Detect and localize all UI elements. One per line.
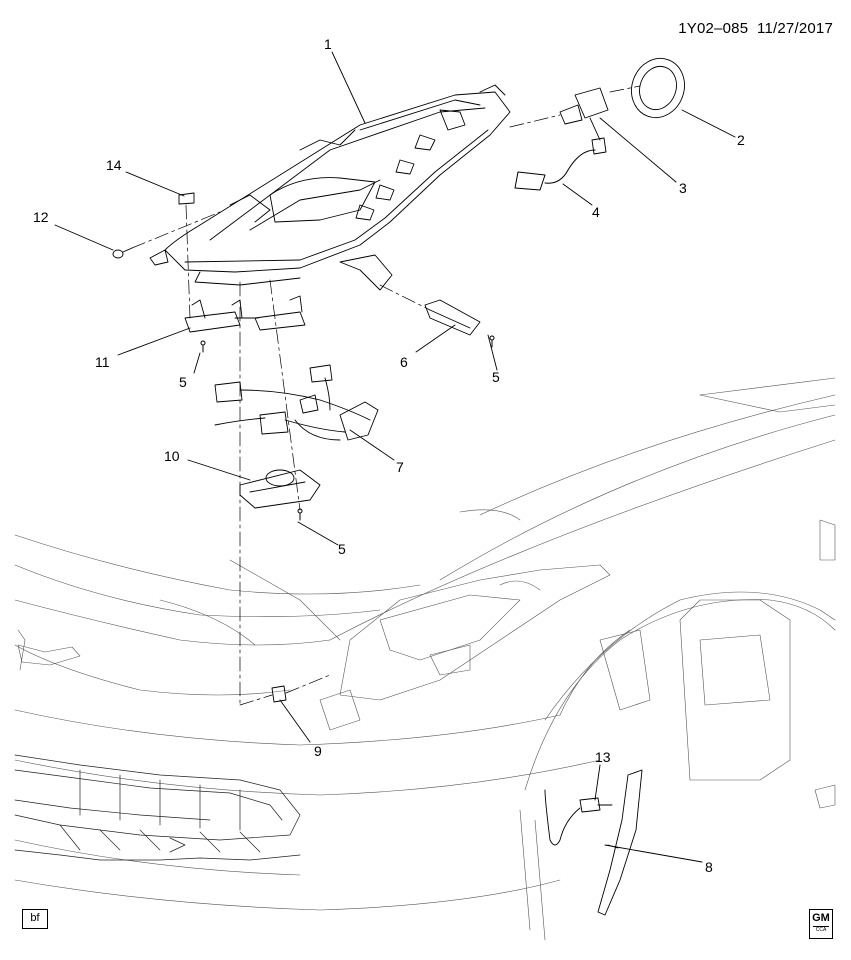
clip xyxy=(271,685,287,703)
diagram-header: 1Y02–085 11/27/2017 xyxy=(678,20,833,37)
callout-2: 2 xyxy=(737,132,745,148)
bolt-and-pad xyxy=(112,192,195,259)
callout-3: 3 xyxy=(679,180,687,196)
headlamp-cap xyxy=(631,57,685,119)
alignment-lines xyxy=(131,85,641,706)
callout-14: 14 xyxy=(106,157,122,173)
mounting-bracket xyxy=(184,295,306,333)
callout-10: 10 xyxy=(164,448,180,464)
side-marker-lamp xyxy=(544,769,643,916)
callout-5-lower: 5 xyxy=(338,541,346,557)
gm-logo-sub: CCA xyxy=(813,926,829,933)
callout-5-right: 5 xyxy=(492,369,500,385)
callout-labels: 1 2 3 4 5 5 5 6 7 8 9 10 11 12 13 14 xyxy=(33,36,745,875)
callout-7: 7 xyxy=(396,459,404,475)
callout-1: 1 xyxy=(324,36,332,52)
gm-logo-icon: GM CCA xyxy=(809,909,833,939)
headlamp-bulb xyxy=(559,87,609,155)
gm-logo-text: GM xyxy=(812,912,830,924)
screws xyxy=(200,335,495,521)
callout-5-left: 5 xyxy=(179,374,187,390)
callout-8: 8 xyxy=(705,859,713,875)
headlamp-assembly xyxy=(149,84,511,291)
bulb-harness xyxy=(514,149,596,191)
diagram-date: 11/27/2017 xyxy=(757,20,833,37)
callout-11: 11 xyxy=(95,354,110,370)
callout-4: 4 xyxy=(592,204,600,220)
side-bracket xyxy=(424,299,481,336)
callout-12: 12 xyxy=(33,209,49,225)
car-body-outline xyxy=(14,377,836,941)
callout-9: 9 xyxy=(314,743,322,759)
leader-lines xyxy=(54,51,736,863)
initials-box: bf xyxy=(22,909,48,929)
callout-6: 6 xyxy=(400,354,408,370)
callout-13: 13 xyxy=(595,749,611,765)
wiring-harness xyxy=(214,364,379,441)
front-grille xyxy=(14,754,301,861)
control-module xyxy=(239,469,321,509)
diagram-id: 1Y02–085 xyxy=(678,20,749,37)
